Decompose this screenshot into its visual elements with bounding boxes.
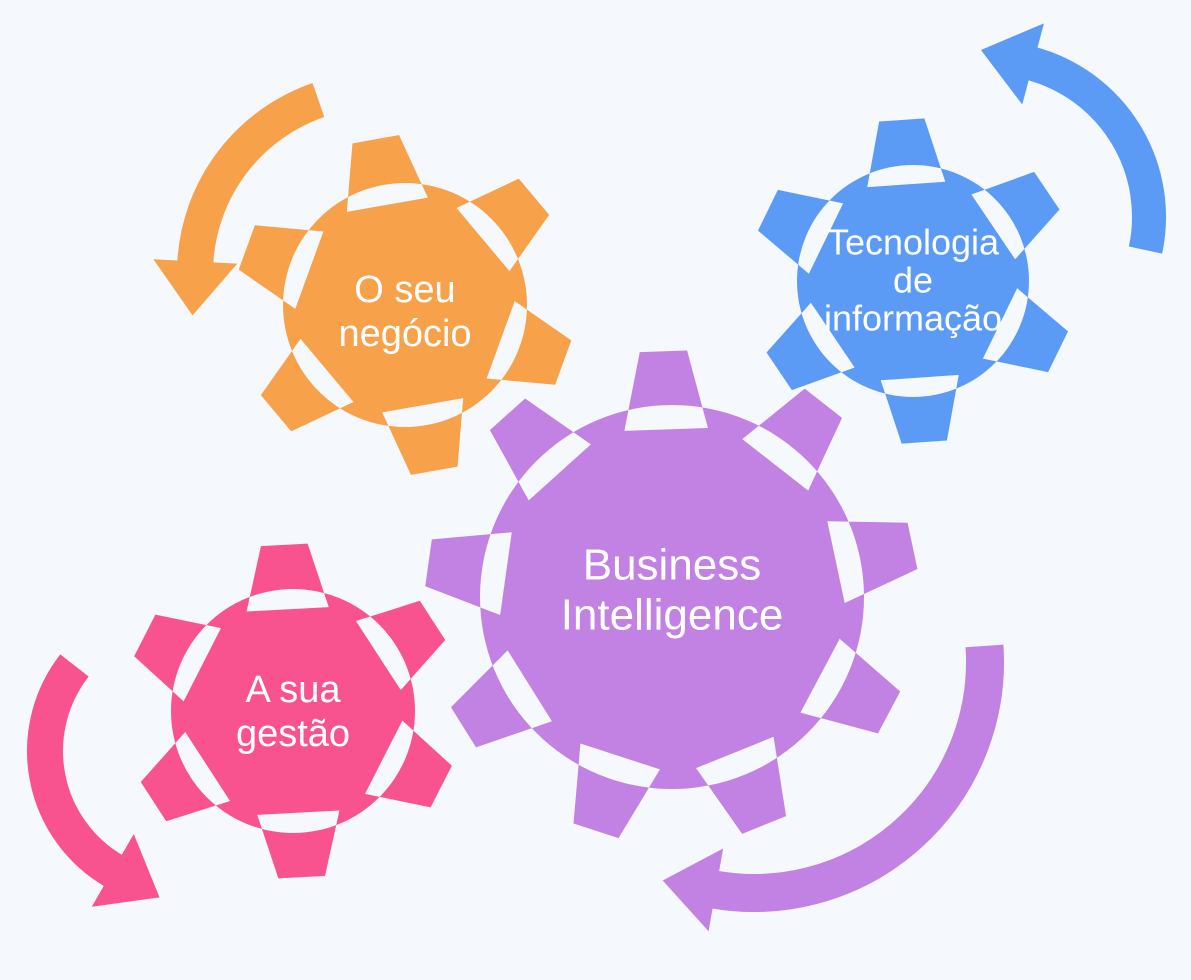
- arrow-orange-counterclockwise-arc: [177, 82, 325, 265]
- arrow-pink-counterclockwise: [27, 654, 160, 907]
- arrow-purple-clockwise-head: [662, 848, 724, 932]
- arrow-blue-counterclockwise-arc: [1026, 47, 1166, 254]
- gear-business-intelligence-shape: [425, 350, 918, 839]
- arrow-purple-clockwise-arc: [710, 644, 1004, 912]
- gear-tecnologia-de-informacao-shape: [757, 118, 1069, 444]
- arrow-blue-counterclockwise: [980, 23, 1166, 254]
- arrow-orange-counterclockwise-head: [153, 259, 238, 316]
- arrow-orange-counterclockwise: [153, 82, 325, 316]
- gear-a-sua-gestao-shape: [134, 543, 452, 879]
- arrow-pink-counterclockwise-arc: [27, 654, 124, 887]
- gear-o-seu-negocio-shape: [238, 135, 572, 475]
- arrow-purple-clockwise: [662, 644, 1004, 932]
- arrow-blue-counterclockwise-head: [980, 23, 1044, 105]
- arrow-pink-counterclockwise-head: [91, 834, 160, 907]
